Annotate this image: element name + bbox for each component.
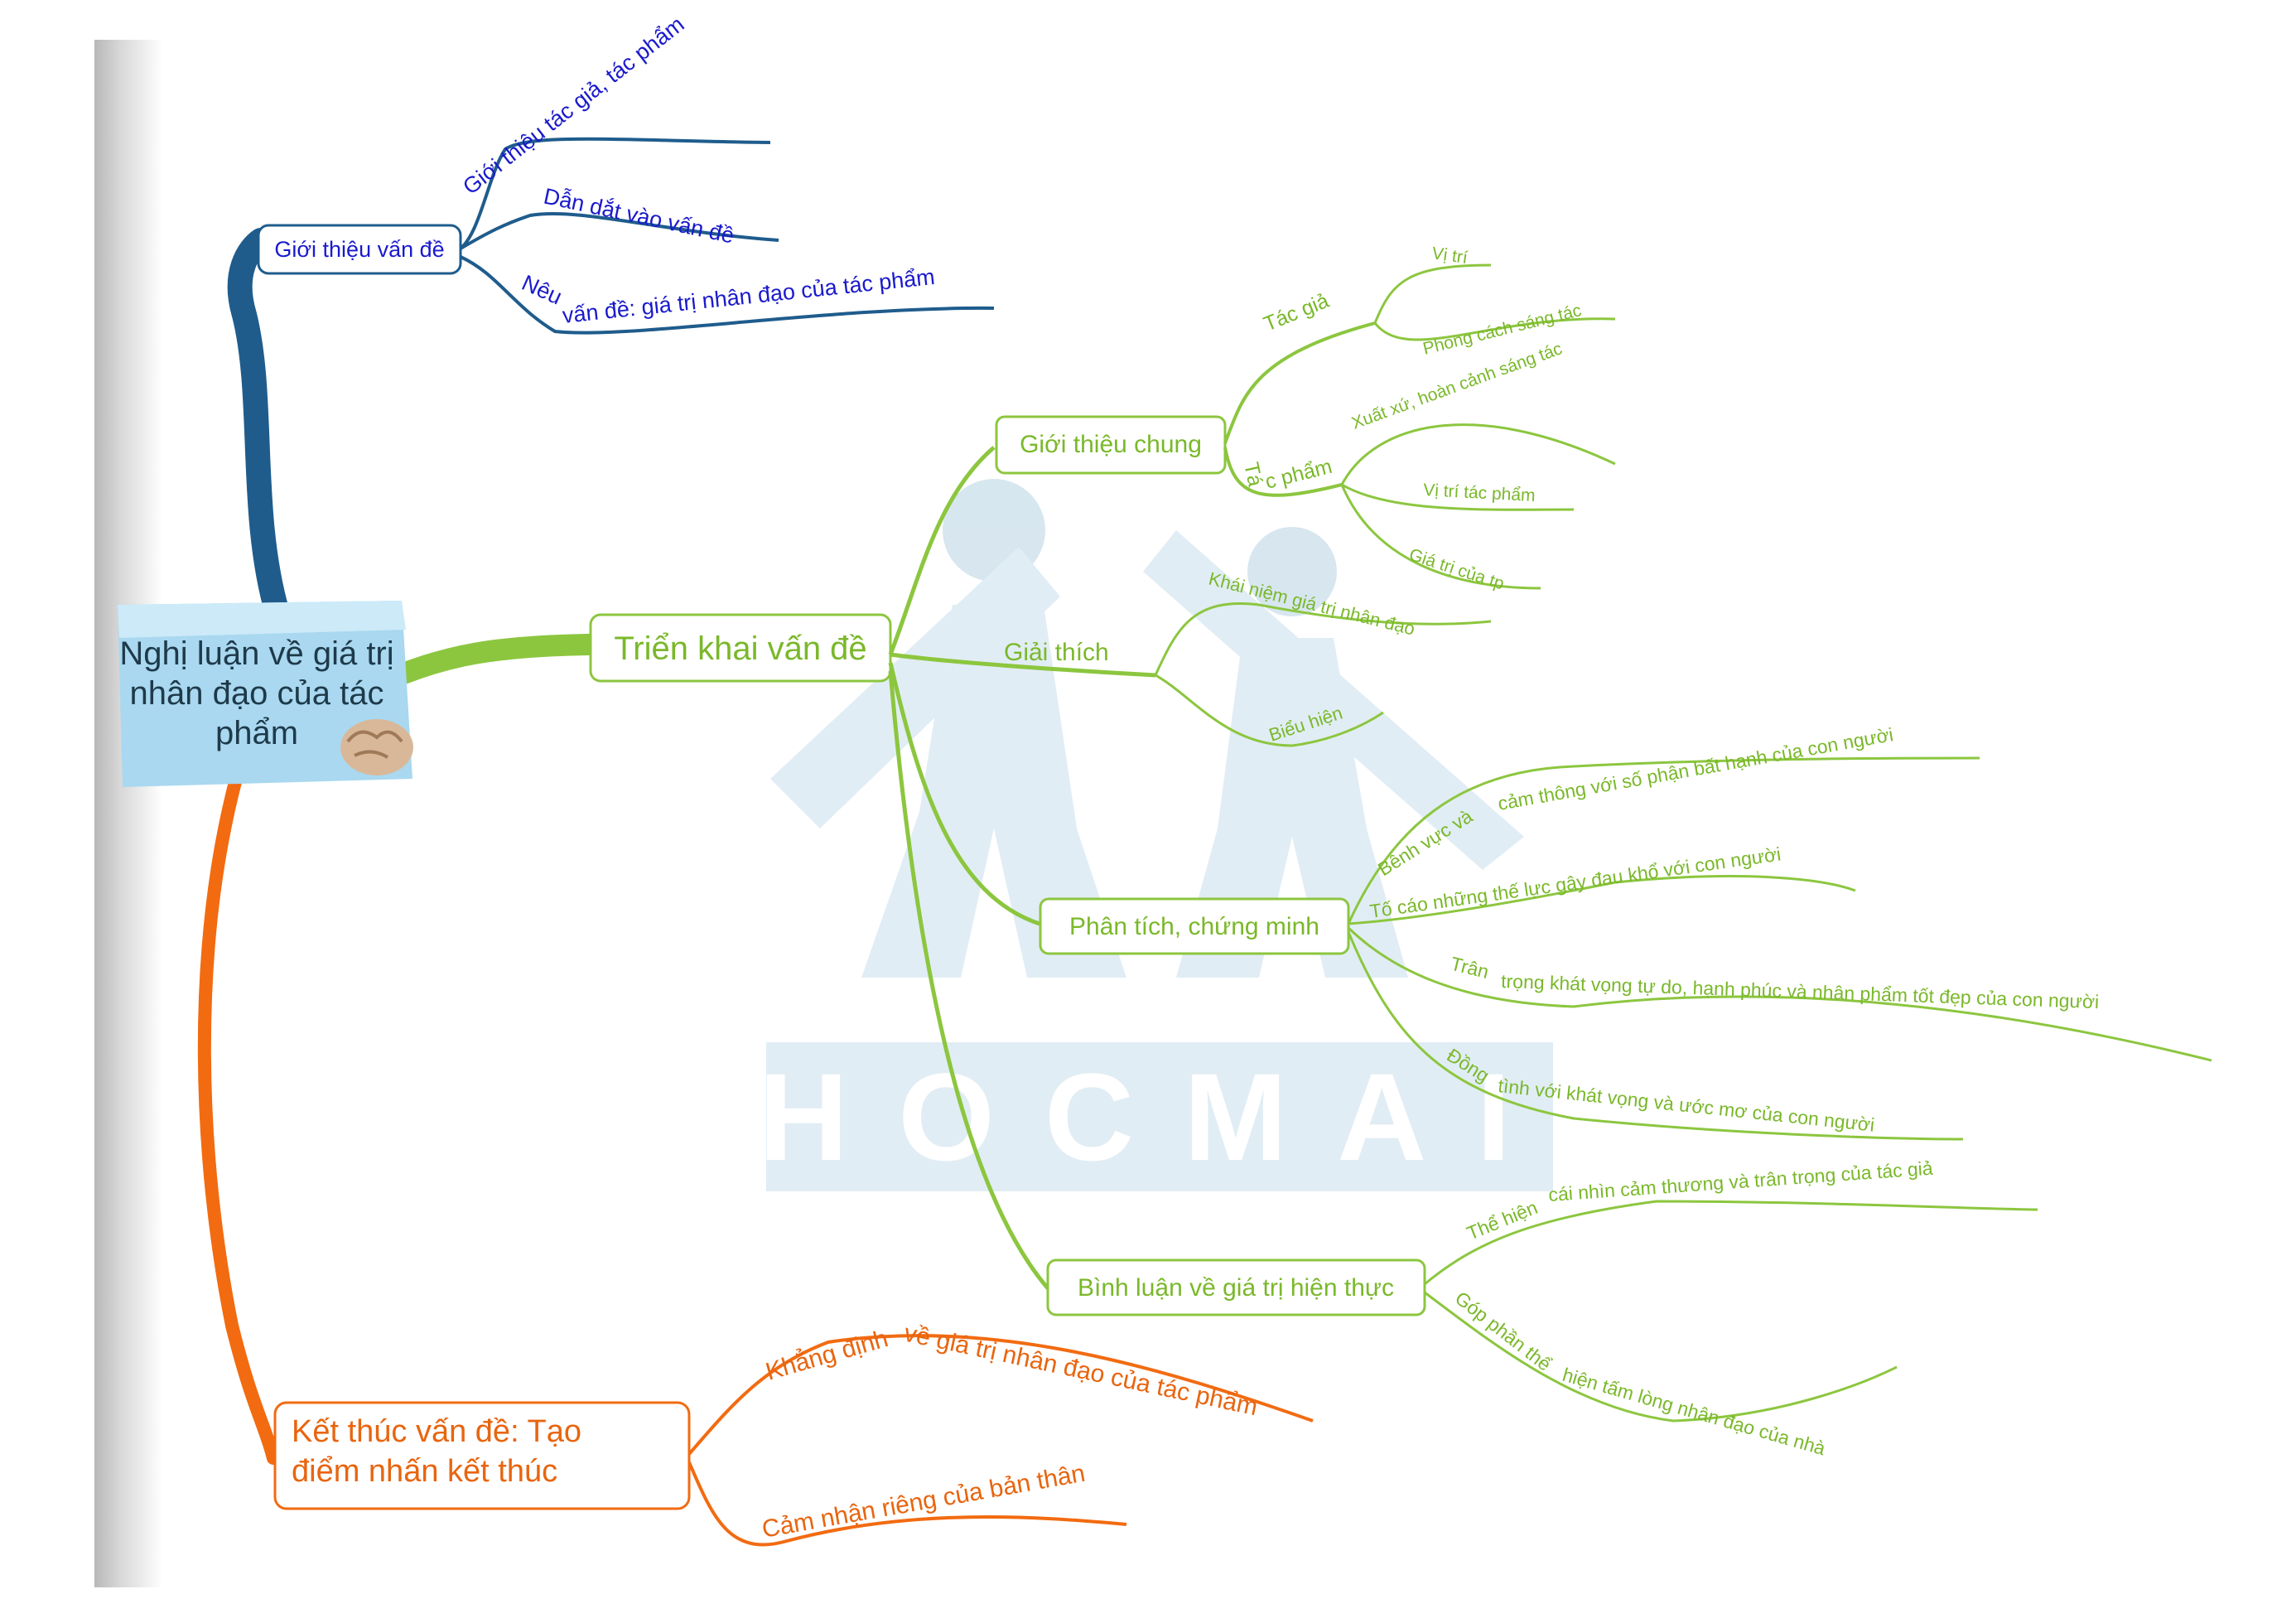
connector-author-2 bbox=[1373, 317, 1616, 341]
connector-analysis-3 bbox=[1347, 926, 2212, 1062]
connector-body-comment bbox=[888, 670, 1049, 1290]
connector-comment-1 bbox=[1424, 1200, 2038, 1286]
node-conclusion-box bbox=[273, 1401, 691, 1510]
node-general-label: Giới thiệu chung bbox=[1020, 431, 1202, 458]
conclusion-child-1a: Khẳng định bbox=[763, 1324, 891, 1386]
connector-general-work bbox=[1223, 447, 1343, 497]
central-topic-line-3: phẩm bbox=[215, 715, 298, 751]
central-topic-card bbox=[118, 601, 412, 787]
analysis-child-3a: Trân bbox=[1449, 953, 1491, 983]
central-topic-card-highlight bbox=[118, 601, 406, 638]
watermark-roof-right bbox=[1143, 530, 1524, 870]
work-child-3: Giá trị của tp bbox=[1406, 545, 1506, 594]
connector-body-analysis bbox=[888, 662, 1040, 926]
connector-work-1 bbox=[1340, 423, 1616, 485]
central-topic-line-2: nhân đạo của tác bbox=[130, 675, 384, 712]
node-body-label: Triển khai vấn đề bbox=[614, 630, 866, 667]
watermark-roof-left bbox=[770, 547, 1060, 828]
branch-conclusion-trunk bbox=[197, 772, 280, 1465]
connector-intro-3 bbox=[460, 255, 995, 335]
watermark-band bbox=[766, 1042, 1553, 1191]
node-conclusion-line-1: Kết thúc vấn đề: Tạo bbox=[292, 1414, 581, 1449]
brain-icon bbox=[340, 719, 413, 775]
node-general-box bbox=[995, 415, 1227, 475]
node-intro-box bbox=[257, 224, 462, 275]
node-analysis-box bbox=[1039, 897, 1350, 955]
node-body[interactable]: Triển khai vấn đề bbox=[589, 613, 892, 683]
connector-explain-1 bbox=[1154, 602, 1492, 676]
connector-body-general bbox=[888, 446, 996, 655]
comment-child-2a: Góp phần thể bbox=[1451, 1287, 1556, 1374]
work-child-1: Xuất xứ, hoàn cảnh sáng tác bbox=[1349, 339, 1565, 432]
watermark-figure-body-left bbox=[861, 605, 1126, 978]
work-label-a: Tá bbox=[1239, 460, 1266, 488]
intro-child-3: vấn đề: giá trị nhân đạo của tác phẩm bbox=[561, 264, 935, 328]
intro-child-3a: Nêu bbox=[519, 270, 566, 310]
connector-comment-2 bbox=[1424, 1291, 1898, 1423]
connector-analysis-2 bbox=[1348, 875, 1856, 925]
node-conclusion-line-2: điểm nhấn kết thúc bbox=[292, 1454, 557, 1489]
branch-body-trunk bbox=[379, 634, 599, 690]
connector-intro-1 bbox=[459, 137, 771, 250]
node-intro-label: Giới thiệu vấn đề bbox=[274, 237, 444, 262]
connector-analysis-1 bbox=[1347, 756, 1980, 925]
watermark-text: HOCMAI bbox=[759, 1047, 1560, 1186]
analysis-child-1: cảm thông với số phận bất hạnh của con n… bbox=[1496, 723, 1894, 814]
connector-explain-2 bbox=[1155, 674, 1384, 747]
connector-general-author bbox=[1223, 321, 1376, 444]
node-conclusion[interactable]: Kết thúc vấn đề: Tạo điểm nhấn kết thúc bbox=[273, 1401, 691, 1510]
work-child-2: Vị trí tác phẩm bbox=[1423, 481, 1536, 505]
connector-intro-2 bbox=[459, 212, 779, 250]
connector-conclusion-2 bbox=[687, 1461, 1127, 1547]
connector-work-3 bbox=[1340, 484, 1541, 590]
node-comment-label: Bình luận về giá trị hiện thực bbox=[1078, 1274, 1394, 1302]
node-general[interactable]: Giới thiệu chung bbox=[995, 415, 1227, 475]
node-explain-label[interactable]: Giải thích bbox=[1004, 639, 1109, 666]
comment-child-2: hiện tấm lòng nhân đạo của nhà bbox=[1560, 1364, 1828, 1460]
author-child-1: Vị trí bbox=[1430, 244, 1469, 268]
conclusion-child-2: Cảm nhận riêng của bản thân bbox=[760, 1460, 1087, 1543]
watermark: HOCMAI bbox=[759, 479, 1560, 1191]
central-topic[interactable]: Nghị luận về giá trị nhân đạo của tác ph… bbox=[118, 601, 413, 787]
connector-body-explain bbox=[890, 652, 1156, 678]
author-label: Tác giả bbox=[1261, 289, 1333, 336]
analysis-child-3: trọng khát vọng tự do, hạnh phúc và nhân… bbox=[1501, 970, 2100, 1012]
comment-child-1: cái nhìn cảm thương và trân trọng của tá… bbox=[1548, 1157, 1934, 1205]
watermark-figure-head-right bbox=[1247, 527, 1337, 616]
node-intro[interactable]: Giới thiệu vấn đề bbox=[257, 224, 462, 275]
node-body-box bbox=[589, 613, 892, 683]
node-analysis[interactable]: Phân tích, chứng minh bbox=[1039, 897, 1350, 955]
connector-analysis-4 bbox=[1347, 931, 1964, 1141]
watermark-figure-body-right bbox=[1176, 638, 1408, 978]
connector-conclusion-1 bbox=[687, 1334, 1314, 1456]
connector-work-2 bbox=[1341, 483, 1575, 511]
analysis-child-2: Tố cáo những thế lực gây đau khổ với con… bbox=[1368, 843, 1782, 921]
node-comment-box bbox=[1046, 1258, 1426, 1316]
page-left-shadow bbox=[94, 40, 162, 1587]
branch-intro-trunk bbox=[227, 228, 290, 626]
connector-author-1 bbox=[1373, 263, 1492, 324]
conclusion-child-1: về giá trị nhân đạo của tác phẩm bbox=[902, 1320, 1261, 1422]
node-comment[interactable]: Bình luận về giá trị hiện thực bbox=[1046, 1258, 1426, 1316]
node-analysis-label: Phân tích, chứng minh bbox=[1069, 913, 1319, 940]
central-topic-line-1: Nghị luận về giá trị bbox=[119, 635, 393, 672]
intro-child-1: Giới thiệu tác giả, tác phẩm bbox=[458, 12, 688, 200]
